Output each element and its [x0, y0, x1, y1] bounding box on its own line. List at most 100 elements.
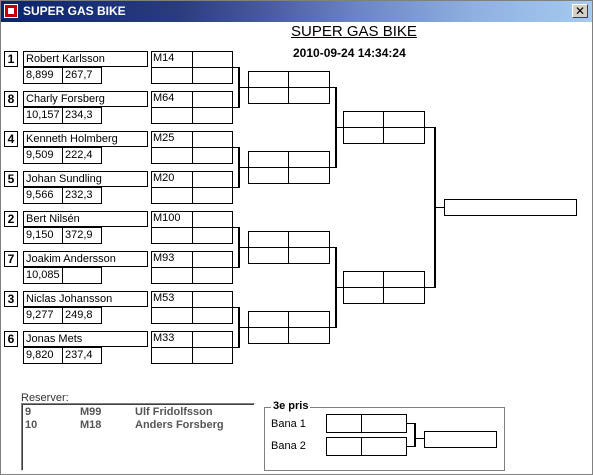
- connector: [233, 347, 239, 348]
- connector: [239, 87, 249, 88]
- divider: [248, 167, 330, 168]
- lane-2-label: Bana 2: [271, 440, 306, 452]
- rider-et: 8,899: [23, 67, 63, 84]
- window-title: SUPER GAS BIKE: [23, 4, 126, 18]
- rider-et: 10,085: [23, 267, 63, 284]
- divider: [192, 91, 193, 124]
- connector: [330, 167, 336, 168]
- seed-number: 6: [4, 331, 18, 347]
- rider-et: 9,277: [23, 307, 63, 324]
- divider: [248, 87, 330, 88]
- divider: [192, 131, 193, 164]
- seed-number: 5: [4, 171, 18, 187]
- reserve-number: 9: [25, 406, 32, 418]
- divider: [288, 311, 289, 344]
- seed-number: 3: [4, 291, 18, 307]
- rider-et: 9,509: [23, 147, 63, 164]
- connector: [414, 423, 416, 447]
- connector: [233, 187, 239, 188]
- rider-et: 9,150: [23, 227, 63, 244]
- divider: [343, 127, 425, 128]
- rider-speed: 372,9: [62, 227, 102, 244]
- final-winner-box: [444, 199, 577, 216]
- divider: [192, 51, 193, 84]
- rider-class: M53: [153, 292, 175, 304]
- divider: [192, 171, 193, 204]
- reserve-class: M18: [80, 419, 102, 431]
- connector: [407, 446, 415, 447]
- rider-name: Johan Sundling: [23, 171, 148, 187]
- connector: [330, 247, 336, 248]
- rider-name: Charly Forsberg: [23, 91, 148, 107]
- rider-class: M33: [153, 332, 175, 344]
- connector: [435, 207, 445, 208]
- reserves-label: Reserver:: [21, 392, 69, 404]
- event-datetime: 2010-09-24 14:34:24: [293, 46, 406, 60]
- third-lane-2-box: [326, 437, 407, 456]
- connector: [233, 267, 239, 268]
- divider: [248, 247, 330, 248]
- rider-class: M64: [153, 92, 175, 104]
- reserve-class: M99: [80, 406, 102, 418]
- rider-speed: 234,3: [62, 107, 102, 124]
- rider-class: M14: [153, 52, 175, 64]
- divider: [288, 151, 289, 184]
- divider: [383, 271, 384, 304]
- connector: [233, 147, 239, 148]
- connector: [233, 107, 239, 108]
- rider-speed: 249,8: [62, 307, 102, 324]
- divider: [361, 414, 362, 433]
- third-winner-box: [424, 431, 497, 448]
- reserves-list[interactable]: 9 M99 Ulf Fridolfsson 10 M18 Anders Fors…: [21, 403, 255, 471]
- divider: [192, 291, 193, 324]
- third-lane-1-box: [326, 414, 407, 433]
- connector: [233, 227, 239, 228]
- seed-number: 7: [4, 251, 18, 267]
- connector: [239, 327, 249, 328]
- rider-class: M100: [153, 212, 181, 224]
- title-bar: SUPER GAS BIKE ✕: [1, 1, 592, 22]
- connector: [336, 287, 344, 288]
- rider-name: Joakim Andersson: [23, 251, 148, 267]
- connector: [330, 327, 336, 328]
- rider-speed: 222,4: [62, 147, 102, 164]
- connector: [233, 307, 239, 308]
- event-title: SUPER GAS BIKE: [291, 23, 417, 40]
- connector: [330, 87, 336, 88]
- connector: [425, 127, 435, 128]
- third-prize-title: 3e pris: [271, 400, 311, 412]
- divider: [192, 251, 193, 284]
- rider-name: Jonas Mets: [23, 331, 148, 347]
- connector: [239, 167, 249, 168]
- divider: [192, 331, 193, 364]
- rider-et: 9,820: [23, 347, 63, 364]
- rider-et: 9,566: [23, 187, 63, 204]
- lane-1-label: Bana 1: [271, 418, 306, 430]
- third-prize-group: [264, 407, 505, 471]
- app-icon: [4, 4, 18, 18]
- divider: [248, 327, 330, 328]
- rider-class: M25: [153, 132, 175, 144]
- rider-speed: 232,3: [62, 187, 102, 204]
- rider-speed: 237,4: [62, 347, 102, 364]
- reserve-name: Anders Forsberg: [135, 419, 224, 431]
- divider: [192, 211, 193, 244]
- connector: [233, 67, 239, 68]
- rider-speed: 267,7: [62, 67, 102, 84]
- rider-class: M93: [153, 252, 175, 264]
- rider-et: 10,157: [23, 107, 63, 124]
- rider-class: M20: [153, 172, 175, 184]
- connector: [425, 287, 435, 288]
- rider-name: Kenneth Holmberg: [23, 131, 148, 147]
- divider: [288, 231, 289, 264]
- close-button[interactable]: ✕: [572, 4, 588, 18]
- seed-number: 8: [4, 91, 18, 107]
- rider-speed: [62, 267, 102, 284]
- divider: [343, 287, 425, 288]
- connector: [415, 438, 425, 439]
- seed-number: 1: [4, 51, 18, 67]
- rider-name: Robert Karlsson: [23, 51, 148, 67]
- divider: [361, 437, 362, 456]
- seed-number: 4: [4, 131, 18, 147]
